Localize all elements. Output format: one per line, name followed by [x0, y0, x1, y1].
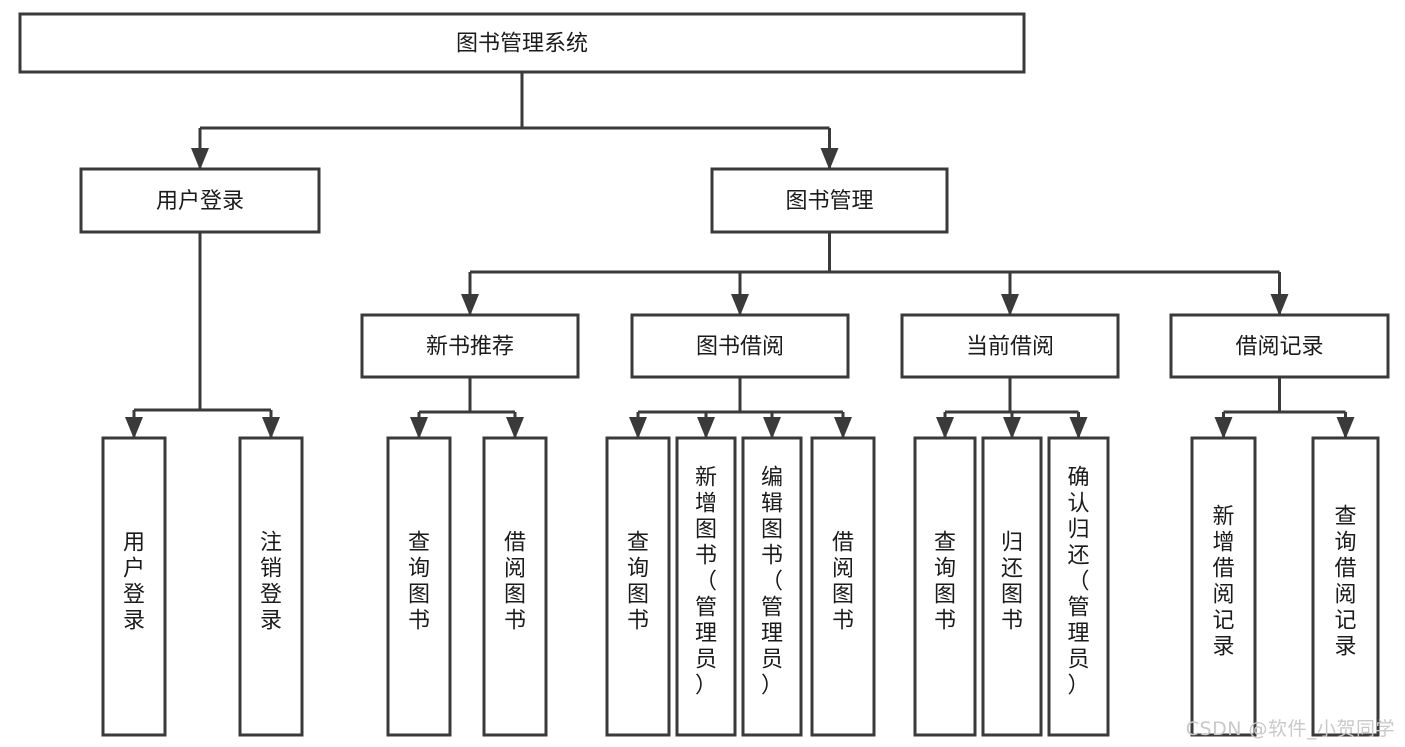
watermark-text: CSDN @软件_小贺同学: [1185, 718, 1395, 740]
node-leaf-query-record[interactable]: 查询借阅记录: [1311, 436, 1380, 737]
node-label: 确认归还（管理员）: [1067, 466, 1089, 699]
arrow-head: [629, 417, 647, 439]
node-box[interactable]: [741, 436, 803, 737]
node-box[interactable]: [1190, 436, 1257, 737]
node-leaf-query-book-2[interactable]: 查询图书: [605, 436, 671, 737]
node-label: 新增借阅记录: [1212, 505, 1234, 660]
node-label: 图书借阅: [696, 335, 784, 360]
node-box[interactable]: [101, 436, 167, 737]
node-current-borrow[interactable]: 当前借阅: [900, 313, 1120, 379]
arrow-head: [191, 148, 209, 170]
node-leaf-query-book-1[interactable]: 查询图书: [386, 436, 452, 737]
node-label: 图书管理: [785, 189, 873, 214]
node-box[interactable]: [360, 313, 580, 379]
node-label: 查询图书: [934, 531, 956, 634]
node-box[interactable]: [18, 12, 1026, 74]
node-box[interactable]: [900, 313, 1120, 379]
arrow-head: [697, 417, 715, 439]
node-leaf-borrow-book-2[interactable]: 借阅图书: [810, 436, 876, 737]
node-box[interactable]: [386, 436, 452, 737]
arrow-head: [936, 417, 954, 439]
node-box[interactable]: [1169, 313, 1390, 379]
node-leaf-confirm-return[interactable]: 确认归还（管理员）: [1047, 436, 1110, 737]
node-box[interactable]: [1311, 436, 1380, 737]
arrow-head: [1214, 417, 1233, 439]
arrow-head: [1003, 417, 1021, 439]
node-leaf-user-login[interactable]: 用户登录: [101, 436, 167, 737]
node-leaf-return-book[interactable]: 归还图书: [981, 436, 1043, 737]
node-leaf-add-book[interactable]: 新增图书（管理员）: [675, 436, 737, 737]
node-label: 注销登录: [260, 531, 282, 634]
arrow-head: [506, 417, 524, 439]
node-label: 借阅记录: [1235, 335, 1323, 360]
edges-layer: [125, 72, 1355, 439]
arrow-head: [763, 417, 781, 439]
arrow-head: [834, 417, 852, 439]
node-label: 借阅图书: [504, 531, 526, 634]
node-box[interactable]: [630, 313, 850, 379]
arrow-head: [461, 294, 479, 316]
node-box[interactable]: [981, 436, 1043, 737]
node-box[interactable]: [238, 436, 304, 737]
node-leaf-edit-book[interactable]: 编辑图书（管理员）: [741, 436, 803, 737]
node-box[interactable]: [1047, 436, 1110, 737]
node-leaf-borrow-book-1[interactable]: 借阅图书: [482, 436, 548, 737]
node-root[interactable]: 图书管理系统: [18, 12, 1026, 74]
arrow-head: [1001, 294, 1019, 316]
arrow-head: [731, 294, 749, 316]
node-label: 图书管理系统: [456, 32, 588, 57]
node-label: 查询借阅记录: [1334, 505, 1356, 660]
node-box[interactable]: [79, 167, 321, 234]
node-new-book-rec[interactable]: 新书推荐: [360, 313, 580, 379]
node-label: 编辑图书（管理员）: [761, 466, 783, 699]
node-label: 用户登录: [156, 189, 244, 214]
arrow-head: [1270, 294, 1289, 316]
node-label: 借阅图书: [832, 531, 854, 634]
node-box[interactable]: [913, 436, 977, 737]
node-leaf-query-book-3[interactable]: 查询图书: [913, 436, 977, 737]
nodes-layer: 图书管理系统用户登录图书管理新书推荐图书借阅当前借阅借阅记录用户登录注销登录查询…: [18, 12, 1390, 737]
node-leaf-user-logout[interactable]: 注销登录: [238, 436, 304, 737]
arrow-head: [1069, 417, 1088, 439]
node-label: 用户登录: [123, 531, 145, 634]
node-box[interactable]: [482, 436, 548, 737]
arrow-head: [410, 417, 428, 439]
node-label: 查询图书: [627, 531, 649, 634]
node-leaf-add-record[interactable]: 新增借阅记录: [1190, 436, 1257, 737]
node-book-borrow[interactable]: 图书借阅: [630, 313, 850, 379]
arrow-head: [1336, 417, 1355, 439]
node-box[interactable]: [675, 436, 737, 737]
node-label: 新书推荐: [426, 335, 514, 360]
node-book-manage[interactable]: 图书管理: [710, 167, 949, 234]
node-borrow-record[interactable]: 借阅记录: [1169, 313, 1390, 379]
arrow-head: [820, 148, 839, 170]
node-label: 归还图书: [1001, 531, 1023, 634]
node-box[interactable]: [810, 436, 876, 737]
node-label: 查询图书: [408, 531, 430, 634]
node-user-login[interactable]: 用户登录: [79, 167, 321, 234]
node-box[interactable]: [710, 167, 949, 234]
arrow-head: [125, 417, 143, 439]
node-label: 新增图书（管理员）: [695, 466, 717, 699]
node-box[interactable]: [605, 436, 671, 737]
arrow-head: [262, 417, 280, 439]
node-label: 当前借阅: [966, 335, 1054, 360]
